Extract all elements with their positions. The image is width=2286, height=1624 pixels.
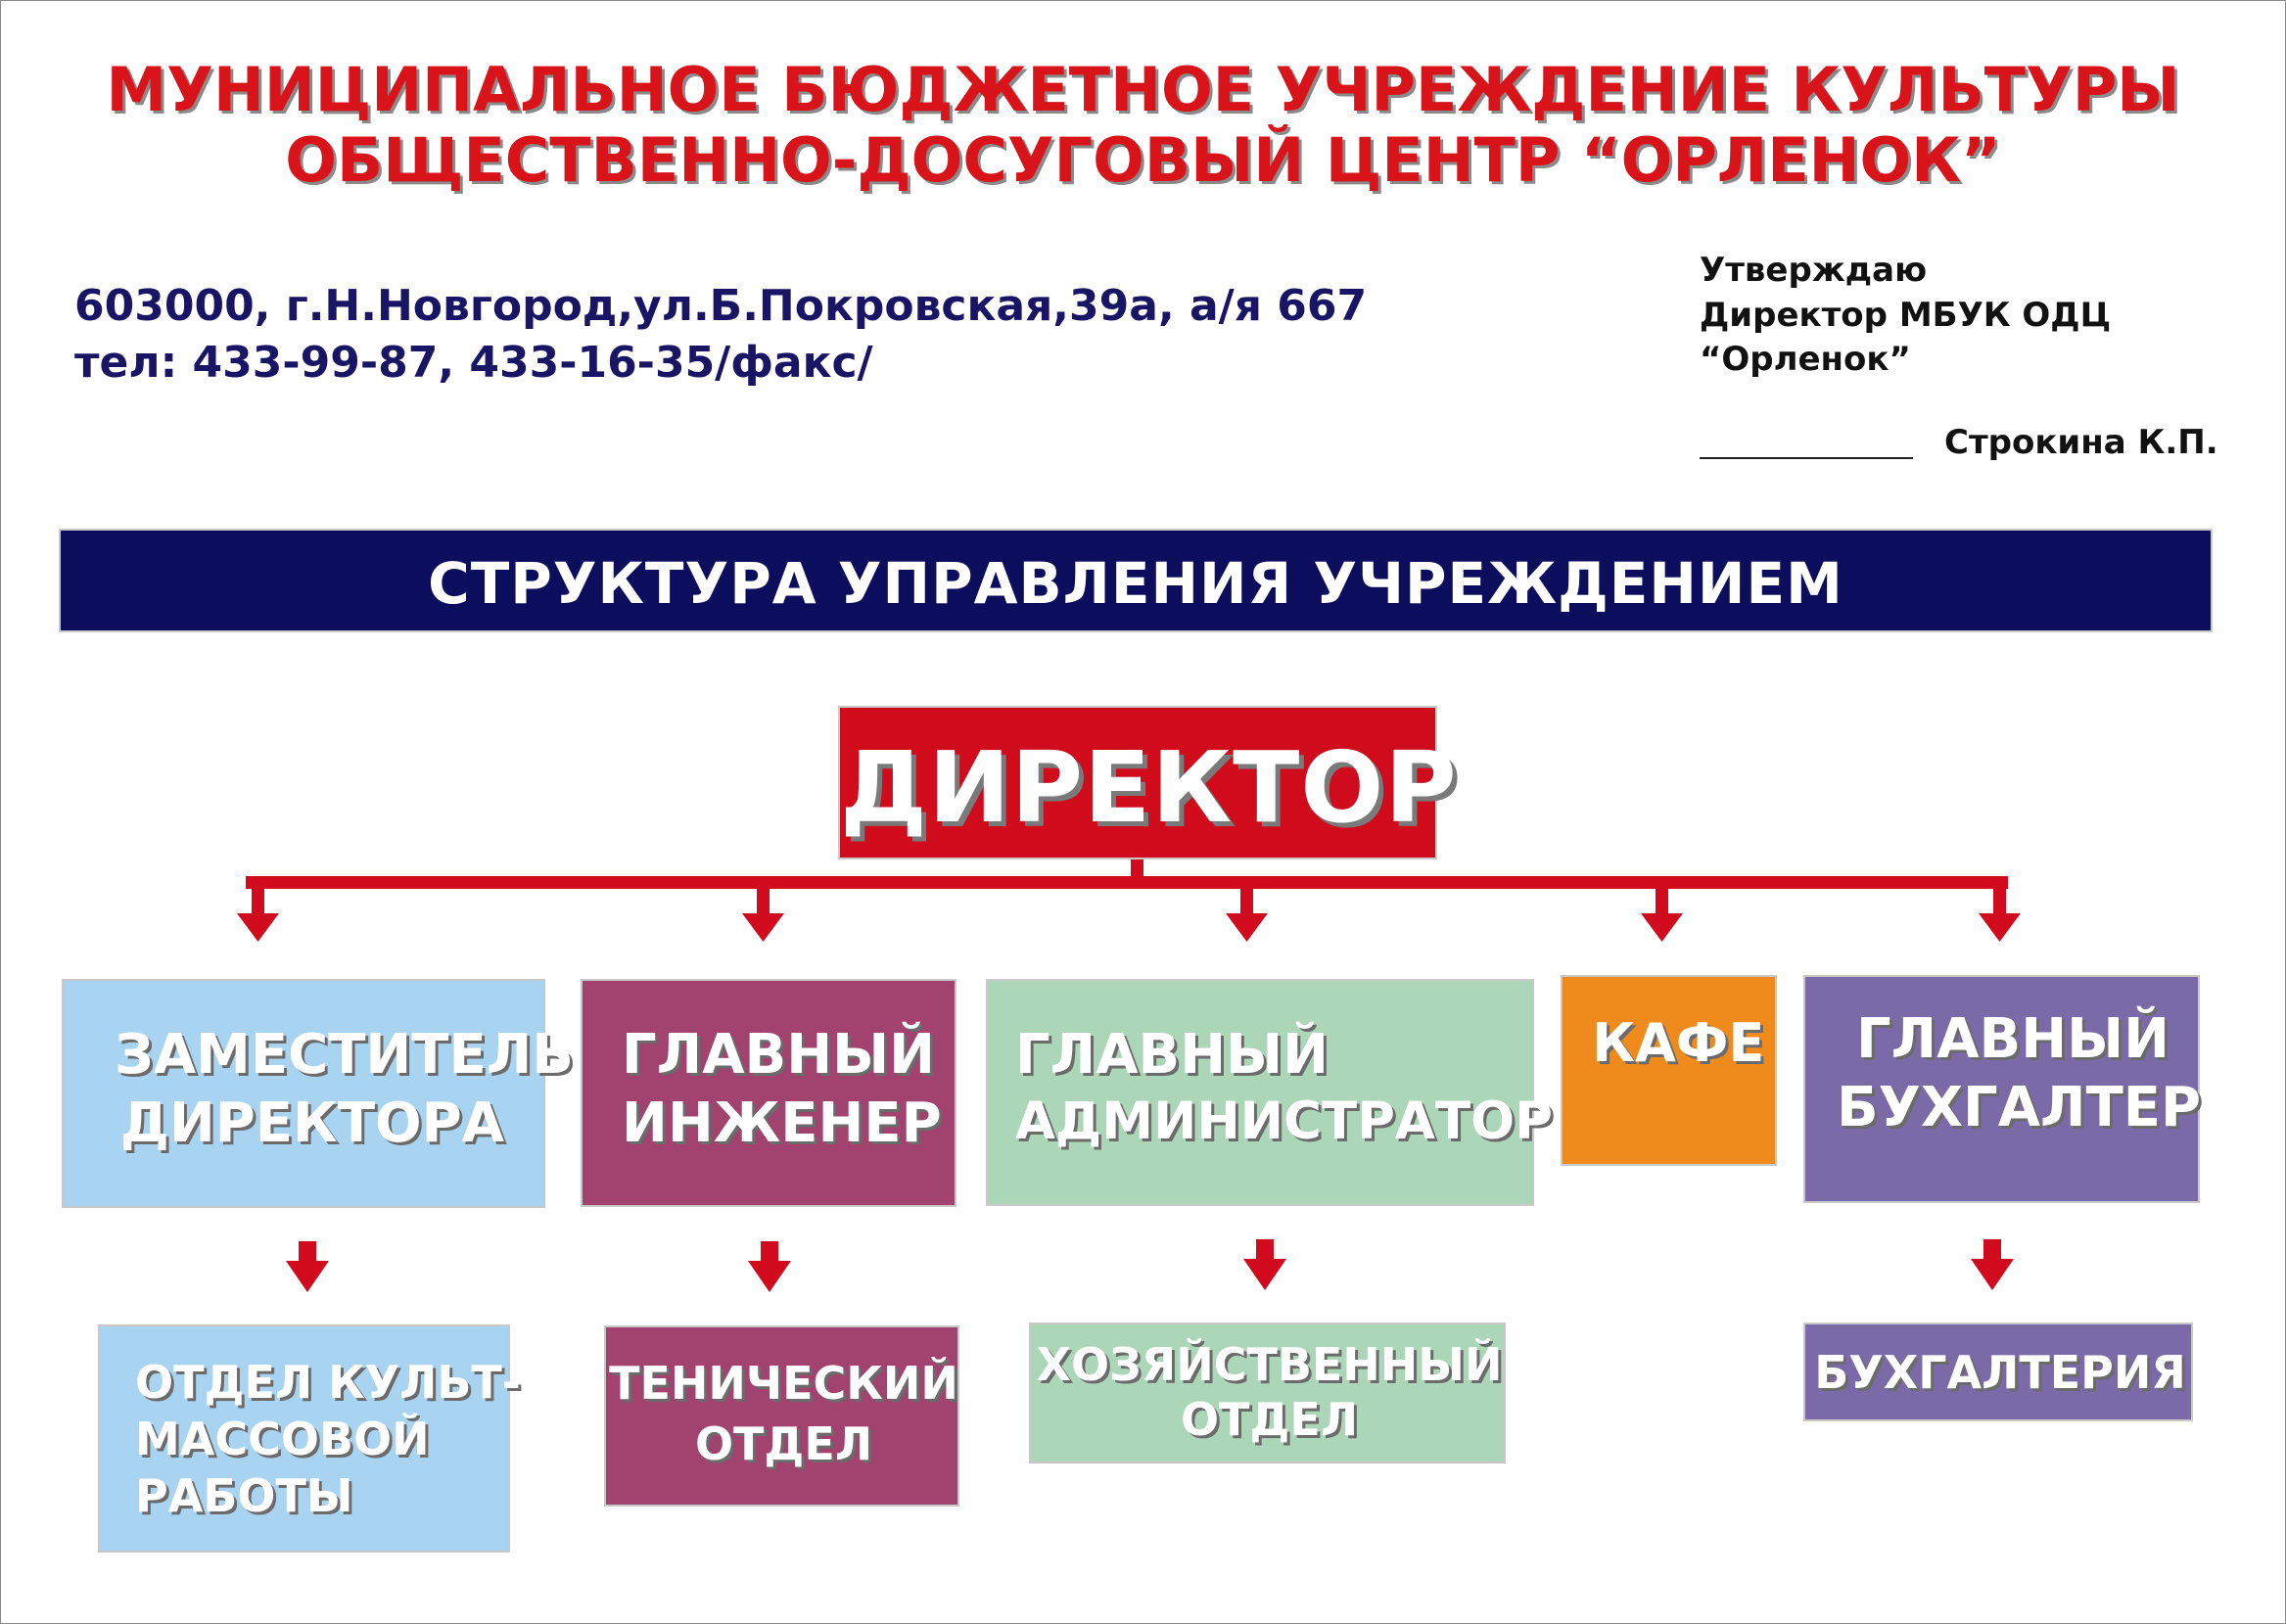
deputy-director-label-line2: ДИРЕКТОРА [120, 1091, 504, 1155]
arrow-cafe [1641, 913, 1683, 942]
signature-line [1700, 457, 1913, 459]
connector-drop-accounting [1983, 1239, 2001, 1261]
connector-drop-cafe [1656, 881, 1668, 915]
household-department-label-line1: ХОЗЯЙСТВЕННЫЙ [1036, 1338, 1503, 1391]
technical-department-label-line2: ОТДЕЛ [694, 1417, 873, 1470]
technical-department-box: ТЕНИЧЕСКИЙ ОТДЕЛ [604, 1325, 959, 1507]
deputy-director-box: ЗАМЕСТИТЕЛЬ ДИРЕКТОРА [62, 979, 574, 1208]
connector-drop-deputy [252, 881, 264, 915]
arrow-deputy [237, 913, 279, 942]
culture-department-box: ОТДЕЛ КУЛЬТ- МАССОВОЙ РАБОТЫ [98, 1324, 521, 1553]
approval-heading: Утверждаю [1700, 251, 1928, 290]
chief-engineer-label-line1: ГЛАВНЫЙ [622, 1023, 935, 1087]
household-department-box: ХОЗЯЙСТВЕННЫЙ ОТДЕЛ [1029, 1322, 1506, 1463]
chief-administrator-box: ГЛАВНЫЙ АДМИНИСТРАТОР [986, 979, 1553, 1206]
connector-drop-household [1256, 1239, 1274, 1261]
connector-director-stem [1131, 858, 1143, 879]
structure-banner-title: СТРУКТУРА УПРАВЛЕНИЯ УЧРЕЖДЕНИЕМ [428, 550, 1843, 617]
arrow-tech [748, 1261, 791, 1292]
arrow-administrator [1226, 913, 1268, 942]
technical-department-label-line1: ТЕНИЧЕСКИЙ [609, 1357, 958, 1410]
deputy-director-label-line1: ЗАМЕСТИТЕЛЬ [115, 1023, 574, 1087]
chief-accountant-label-line1: ГЛАВНЫЙ [1856, 1007, 2169, 1071]
chief-accountant-label-line2: БУХГАЛТЕР [1837, 1076, 2202, 1139]
chief-engineer-box: ГЛАВНЫЙ ИНЖЕНЕР [581, 979, 956, 1207]
director-box: ДИРЕКТОР [838, 706, 1458, 859]
arrow-culture [286, 1261, 329, 1292]
institution-title-line1: МУНИЦИПАЛЬНОЕ БЮДЖЕТНОЕ УЧРЕЖДЕНИЕ КУЛЬТ… [106, 54, 2180, 125]
chief-administrator-label-line2: АДМИНИСТРАТОР [1015, 1091, 1553, 1151]
signer-name: Строкина К.П. [1944, 423, 2218, 462]
household-department-label-line2: ОТДЕЛ [1180, 1393, 1359, 1446]
connector-drop-culture [299, 1241, 316, 1263]
approval-position: Директор МБУК ОДЦ [1700, 296, 2112, 335]
cafe-box: КАФЕ [1561, 975, 1777, 1166]
chief-administrator-label-line1: ГЛАВНЫЙ [1015, 1023, 1329, 1087]
institution-title-line2: ОБЩЕСТВЕННО-ДОСУГОВЫЙ ЦЕНТР “ОРЛЕНОК” [285, 124, 2001, 196]
connector-drop-accountant [1993, 881, 2006, 915]
arrow-accounting [1971, 1259, 2014, 1290]
arrow-engineer [742, 913, 784, 942]
director-label: ДИРЕКТОР [840, 730, 1458, 845]
phone-line: тел: 433-99-87, 433-16-35/факс/ [74, 338, 873, 388]
culture-department-label-line1: ОТДЕЛ КУЛЬТ- [135, 1356, 521, 1409]
culture-department-label-line3: РАБОТЫ [135, 1469, 353, 1522]
chief-accountant-box: ГЛАВНЫЙ БУХГАЛТЕР [1803, 975, 2202, 1203]
culture-department-label-line2: МАССОВОЙ [135, 1413, 430, 1465]
accounting-department-box: БУХГАЛТЕРИЯ [1803, 1322, 2193, 1421]
accounting-department-label: БУХГАЛТЕРИЯ [1814, 1346, 2186, 1399]
structure-banner: СТРУКТУРА УПРАВЛЕНИЯ УЧРЕЖДЕНИЕМ [59, 529, 2213, 632]
cafe-label: КАФЕ [1592, 1012, 1765, 1074]
connector-bus [246, 876, 2008, 889]
arrow-household [1243, 1259, 1286, 1290]
address-line: 603000, г.Н.Новгород,ул.Б.Покровская,39а… [74, 281, 1368, 331]
approval-organization: “Орленок” [1700, 340, 1911, 379]
connector-drop-tech [761, 1241, 778, 1263]
chief-engineer-label-line2: ИНЖЕНЕР [622, 1091, 942, 1155]
connector-drop-administrator [1240, 881, 1253, 915]
arrow-accountant [1979, 913, 2021, 942]
connector-drop-engineer [757, 881, 770, 915]
